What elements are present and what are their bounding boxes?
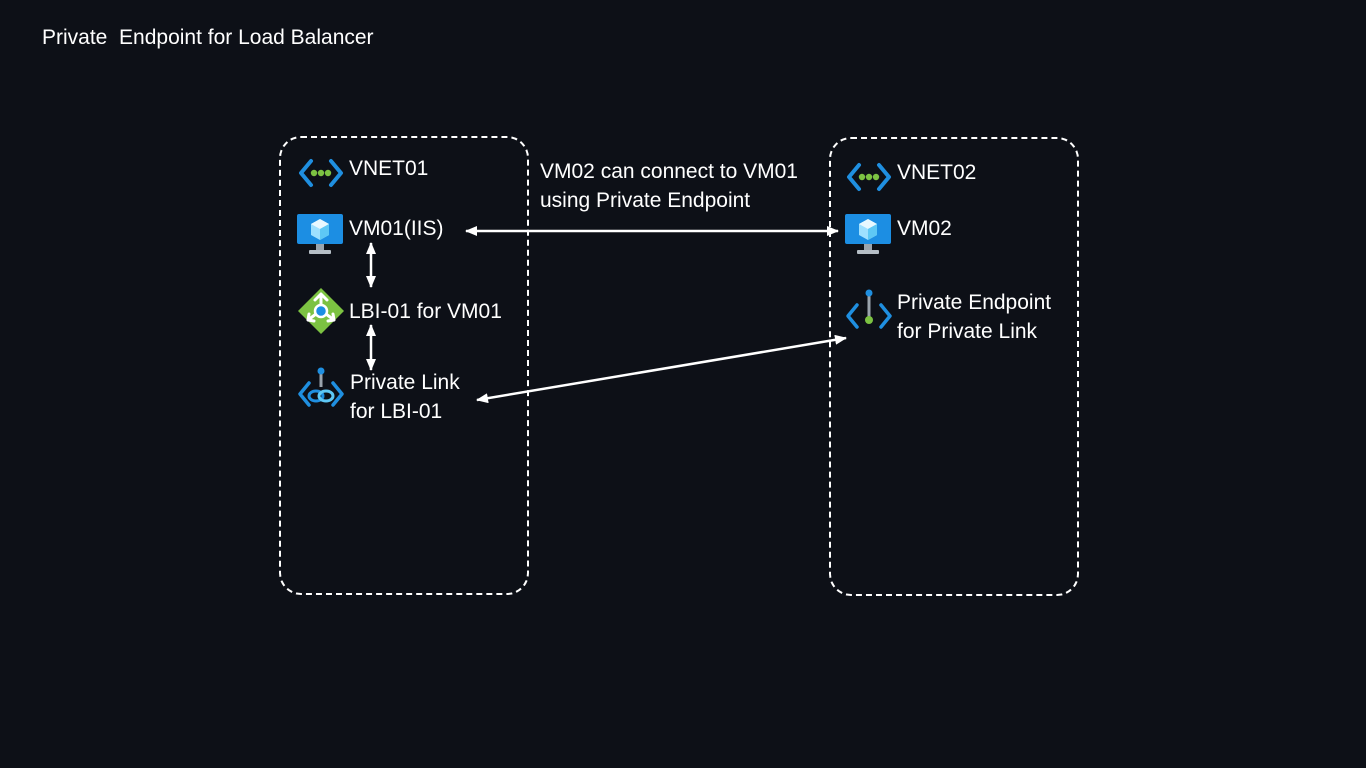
vnet02-container [829,137,1079,596]
vm02-label: VM02 [897,217,952,240]
private-link-label: Private Link for LBI-01 [350,368,550,426]
private-link-icon [297,367,345,415]
private-endpoint-icon [845,289,893,337]
connection-note-line2: using Private Endpoint [540,189,751,212]
virtual-network-icon [297,149,345,197]
private-endpoint-label-line1: Private Endpoint [897,291,1052,314]
load-balancer-icon [297,287,345,335]
private-link-label-line2: for LBI-01 [350,400,443,423]
virtual-machine-icon [844,210,892,258]
virtual-network-icon [845,153,893,201]
vnet01-label: VNET01 [349,157,429,180]
vnet02-label: VNET02 [897,161,977,184]
connection-note: VM02 can connect to VM01 using Private E… [540,157,840,215]
vm01-label: VM01(IIS) [349,217,444,240]
load-balancer-label: LBI-01 for VM01 [349,300,502,323]
private-endpoint-label-line2: for Private Link [897,320,1038,343]
private-endpoint-label: Private Endpoint for Private Link [897,288,1097,346]
virtual-machine-icon [296,210,344,258]
connection-note-line1: VM02 can connect to VM01 [540,160,798,183]
page-title: Private Endpoint for Load Balancer [42,26,374,49]
private-link-label-line1: Private Link [350,371,460,394]
vnet01-container [279,136,529,595]
